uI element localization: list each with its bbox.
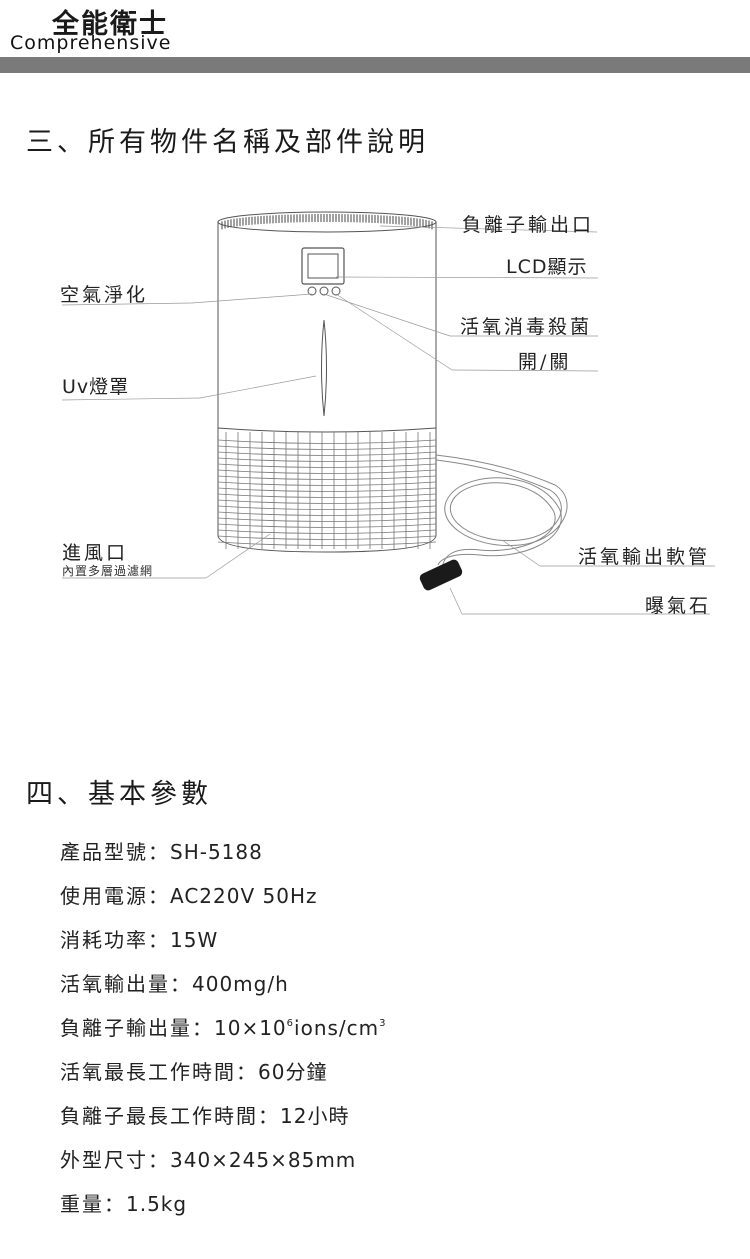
header-divider-bar: [0, 57, 750, 73]
spec-value-unit: ions/cm: [294, 1016, 380, 1040]
purify-button-icon: [307, 286, 317, 296]
spec-model: 產品型號：SH-5188: [60, 836, 263, 865]
air-stone-icon: [419, 559, 463, 591]
air-inlet-grille: [217, 432, 437, 549]
brand-logo-chinese: 全能衛士: [52, 9, 168, 40]
spec-ion-max-time: 負離子最長工作時間：12小時: [60, 1100, 349, 1129]
spec-label: 負離子輸出量：: [60, 1016, 214, 1040]
section4-title: 四、基本參數: [26, 779, 212, 810]
label-power: 開/關: [518, 351, 572, 373]
label-air-inlet-sub: 內置多層過濾網: [62, 564, 154, 578]
label-hose: 活氧輸出軟管: [578, 546, 711, 568]
label-lcd: LCD顯示: [506, 256, 588, 278]
sterilize-button-icon: [319, 286, 329, 296]
spec-power-consumption: 消耗功率：15W: [60, 924, 218, 953]
spec-label: 消耗功率：: [60, 928, 170, 952]
spec-value: AC220V 50Hz: [170, 884, 318, 908]
spec-dimensions: 外型尺寸：340×245×85mm: [60, 1144, 356, 1173]
spec-power-supply: 使用電源：AC220V 50Hz: [60, 880, 318, 909]
label-air-purify: 空氣淨化: [60, 284, 149, 306]
spec-value: 340×245×85mm: [170, 1148, 357, 1172]
label-ion-outlet: 負離子輸出口: [462, 214, 595, 236]
spec-label: 重量：: [60, 1192, 126, 1216]
spec-ozone-output: 活氧輸出量：400mg/h: [60, 968, 289, 997]
lcd-frame: [301, 247, 345, 285]
spec-label: 外型尺寸：: [60, 1148, 170, 1172]
spec-label: 活氧最長工作時間：: [60, 1060, 258, 1084]
device-body: [217, 222, 437, 553]
spec-label: 產品型號：: [60, 840, 170, 864]
lcd-screen: [307, 253, 339, 279]
label-air-inlet: 進風口: [62, 542, 129, 564]
uv-lamp-cover: [321, 319, 327, 417]
label-uv-cover: Uv燈罩: [62, 376, 130, 398]
label-sterilize: 活氧消毒殺菌: [460, 316, 593, 338]
spec-value: 10×10: [214, 1016, 287, 1040]
product-diagram: [61, 211, 715, 615]
spec-weight: 重量：1.5kg: [60, 1188, 187, 1217]
label-air-stone: 曝氣石: [645, 595, 712, 617]
spec-value: 60分鐘: [258, 1060, 328, 1084]
spec-superscript: 3: [379, 1018, 387, 1029]
spec-superscript: 6: [286, 1018, 295, 1029]
ion-outlet-grille: [221, 214, 433, 230]
spec-value: 15W: [170, 928, 219, 952]
spec-value: 400mg/h: [192, 972, 289, 996]
spec-ozone-max-time: 活氧最長工作時間：60分鐘: [60, 1056, 327, 1085]
brand-logo-english: Comprehensive: [10, 32, 172, 54]
spec-value: SH-5188: [170, 840, 263, 864]
spec-label: 活氧輸出量：: [60, 972, 192, 996]
spec-value: 12小時: [280, 1104, 350, 1128]
spec-ion-output: 負離子輸出量：10×106ions/cm3: [60, 1012, 387, 1041]
power-button-icon: [331, 286, 341, 296]
section3-title: 三、所有物件名稱及部件說明: [26, 127, 429, 158]
spec-label: 負離子最長工作時間：: [60, 1104, 280, 1128]
spec-value: 1.5kg: [126, 1192, 188, 1216]
spec-label: 使用電源：: [60, 884, 170, 908]
air-hose: [435, 454, 568, 569]
